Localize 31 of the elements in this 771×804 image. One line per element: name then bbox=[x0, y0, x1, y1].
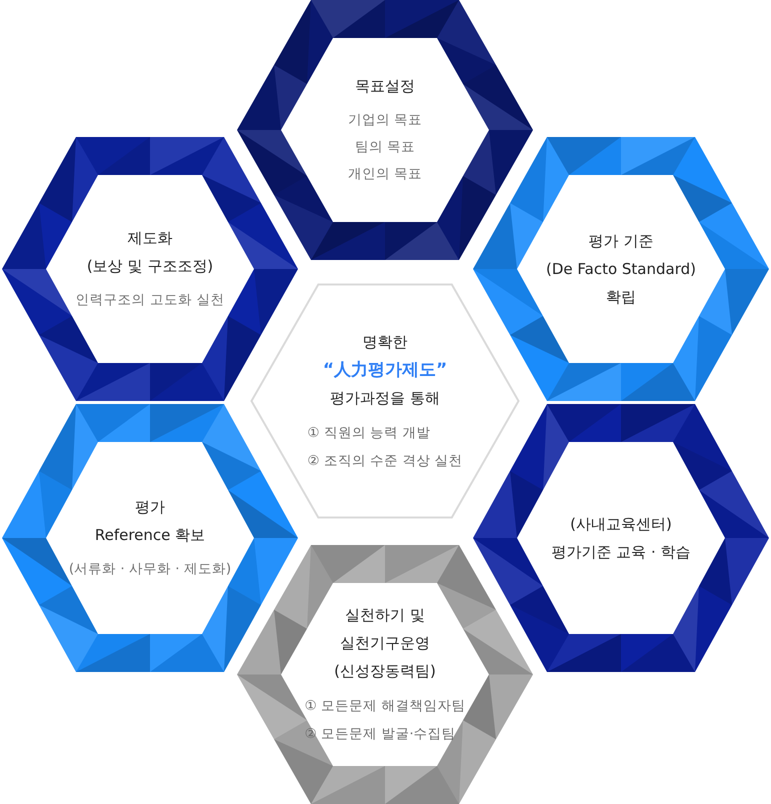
heading-text: (신성장동력팀) bbox=[334, 661, 436, 682]
body-text: 기업의 목표 bbox=[348, 111, 422, 130]
list-item: ② 조직의 수준 격상 실천 bbox=[307, 452, 463, 470]
heading-text: 평가기준 교육 · 학습 bbox=[551, 542, 691, 563]
hexagon-node bbox=[473, 137, 769, 401]
highlight-text: “人力평가제도” bbox=[322, 358, 448, 382]
hexagon-node bbox=[250, 283, 520, 519]
list-item: ① 모든문제 해결책임자팀 bbox=[304, 697, 466, 716]
heading-text: 실천하기 및 bbox=[345, 605, 425, 626]
heading-text: 명확한 bbox=[362, 332, 408, 352]
body-text: (서류화 · 사무화 · 제도화) bbox=[68, 560, 232, 579]
heading-text: 평가 bbox=[135, 497, 165, 518]
hexagon-node bbox=[2, 404, 298, 672]
body-text: 인력구조의 고도화 실천 bbox=[76, 291, 224, 310]
heading-text: 평가 기준 bbox=[588, 231, 654, 252]
heading-text: 실천기구운영 bbox=[340, 633, 430, 654]
heading-text: (De Facto Standard) bbox=[546, 259, 696, 280]
hexagon-node bbox=[237, 0, 533, 260]
hexagon-node bbox=[2, 137, 298, 401]
hexagon-node bbox=[473, 404, 769, 672]
heading-text: 목표설정 bbox=[355, 76, 415, 97]
heading-text: (사내교육센터) bbox=[570, 514, 672, 535]
heading-text: 평가과정을 통해 bbox=[330, 388, 440, 408]
body-text: 팀의 목표 bbox=[354, 138, 416, 157]
heading-text: 확립 bbox=[606, 287, 636, 308]
heading-text: (보상 및 구조조정) bbox=[86, 256, 214, 277]
heading-text: 제도화 bbox=[128, 228, 172, 249]
heading-text: Reference 확보 bbox=[94, 525, 206, 546]
body-text: 개인의 목표 bbox=[348, 165, 422, 184]
list-item: ① 직원의 능력 개발 bbox=[307, 424, 430, 442]
hexagon-node bbox=[237, 545, 533, 804]
